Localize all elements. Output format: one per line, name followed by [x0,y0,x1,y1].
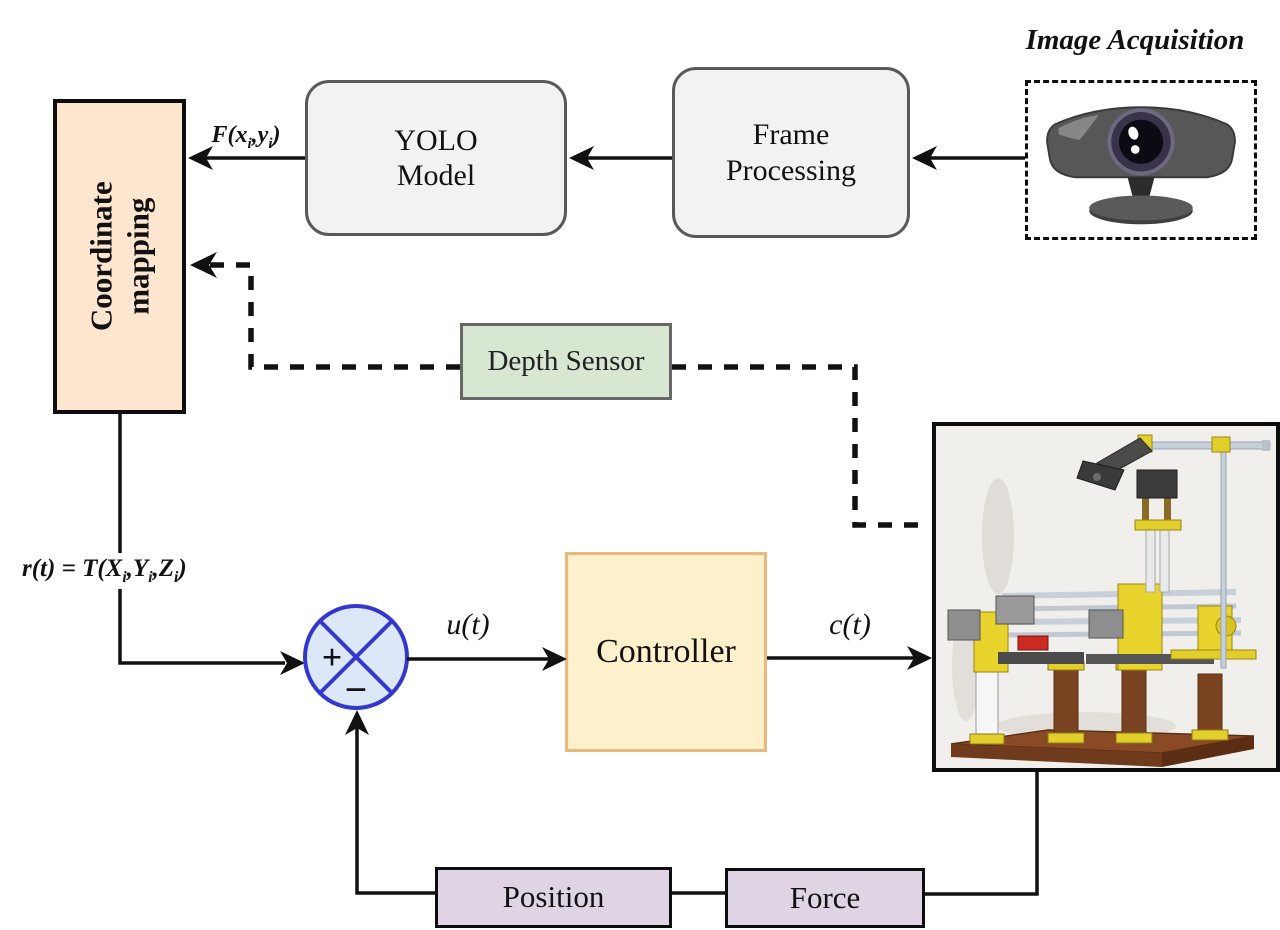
force-label: Force [789,879,861,915]
depth-sensor-label: Depth Sensor [487,345,645,378]
machine-illustration [936,426,1276,768]
position-block: Position [435,867,672,928]
force-block: Force [725,868,925,928]
machine-legs [969,661,1229,745]
image-acquisition-title: Image Acquisition [1025,24,1245,56]
frame-processing-label: Frame Processing [726,118,856,187]
frame-processing-block: Frame Processing [672,67,910,238]
coordinate-mapping-block: Coordinate mapping [53,99,186,414]
webcam-neck [1127,177,1155,200]
machine-image-box [932,422,1280,772]
yolo-model-label: YOLO Model [394,123,478,192]
signal-label-r: r(t) = T(Xi,Yi,Zi) [16,553,193,589]
sum-minus-sign: − [344,667,368,712]
position-label: Position [502,879,605,915]
webcam-base [1089,195,1193,225]
signal-label-f: F(xi,yi) [211,122,281,152]
signal-label-u: u(t) [446,608,490,641]
controller-block: Controller [565,552,767,752]
image-acquisition-box [1025,80,1257,240]
machine-top-arm [1076,434,1271,669]
signal-label-c: c(t) [829,608,871,641]
arrowhead [912,146,937,170]
machine-actuator [1134,469,1182,593]
webcam-lens [1107,108,1175,176]
yolo-model-block: YOLO Model [305,80,567,236]
webcam-icon [1046,106,1236,225]
machine-base [950,729,1255,767]
coordinate-mapping-label: Coordinate mapping [83,181,156,332]
controller-label: Controller [596,632,736,670]
depth-sensor-block: Depth Sensor [460,323,672,400]
